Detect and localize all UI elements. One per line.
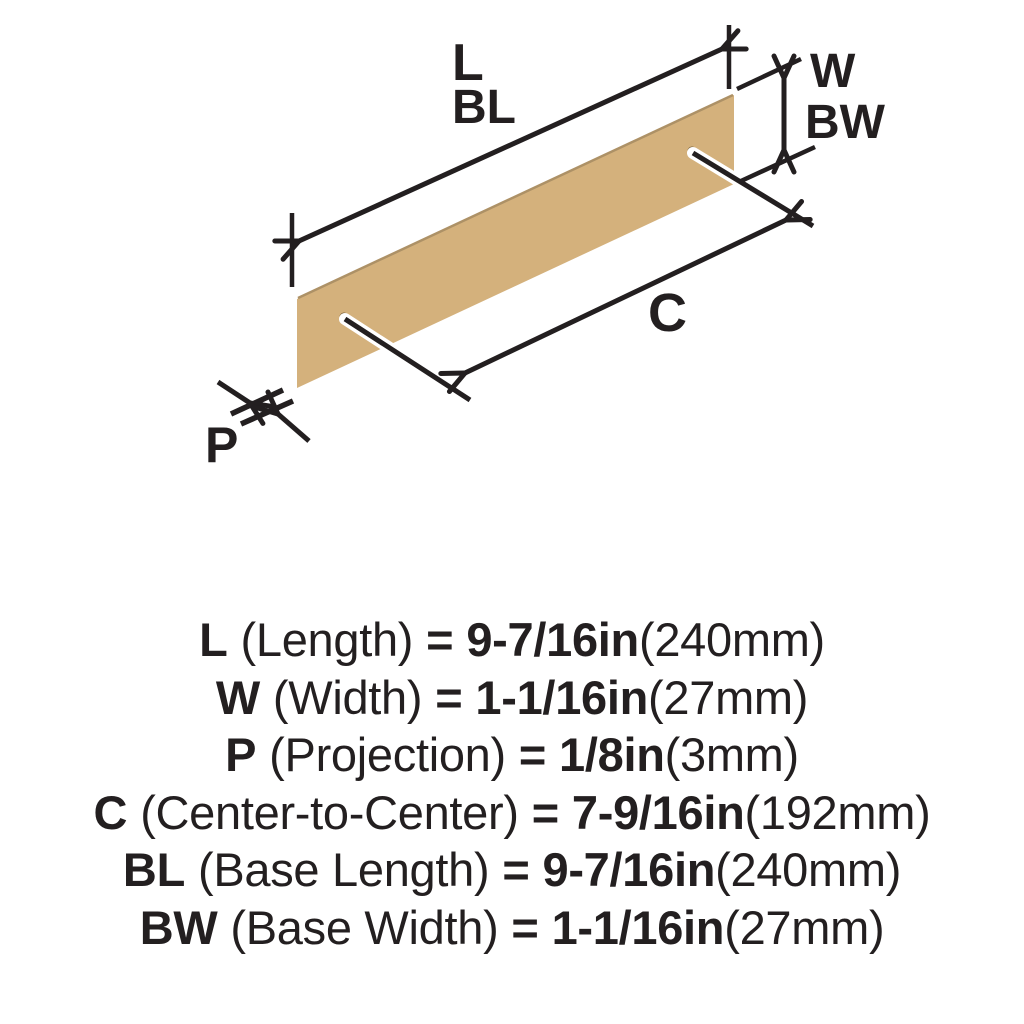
spec-equals: = [502,843,530,896]
spec-line-center-to-center: C(Center-to-Center)=7-9/16in(192mm) [0,784,1024,842]
spec-label: (Width) [272,670,423,724]
spec-imperial: 9-7/16in [466,613,639,666]
spec-code: L [199,613,228,666]
spec-line-length: L(Length)=9-7/16in(240mm) [0,611,1024,669]
label-length: L [452,34,484,92]
spec-equals: = [511,900,539,954]
spec-label: (Center-to-Center) [140,785,519,839]
width-extension-top [736,56,802,92]
spec-equals: = [426,613,454,666]
spec-line-projection: P(Projection)=1/8in(3mm) [0,726,1024,784]
spec-code: BW [139,900,218,954]
spec-equals: = [435,670,463,724]
projection-arrow-lower [278,414,311,443]
label-width: W [810,45,856,98]
spec-line-base-width: BW(Base Width)=1-1/16in(27mm) [0,899,1024,957]
label-projection: P [205,417,238,473]
dimension-spec-list: L(Length)=9-7/16in(240mm) W(Width)=1-1/1… [0,611,1024,956]
spec-imperial: 1-1/16in [551,900,725,954]
pull-bar-face [297,95,734,388]
spec-metric: (27mm) [648,670,809,724]
center-dimension-arrow [465,220,786,373]
spec-metric: (240mm) [638,613,825,666]
width-extension-bottom [740,144,816,184]
spec-imperial: 7-9/16in [571,785,745,839]
projection-arrow-upper [216,379,250,403]
spec-metric: (3mm) [664,728,800,781]
spec-imperial: 1/8in [559,728,665,781]
spec-label: (Projection) [269,728,506,781]
spec-metric: (27mm) [724,900,885,954]
spec-equals: = [531,785,559,839]
spec-label: (Base Length) [197,843,490,896]
dimension-diagram: L BL W BW C P [205,25,886,473]
projection-dimension: P [205,379,311,473]
spec-code: C [93,785,128,839]
spec-metric: (192mm) [744,785,931,839]
spec-imperial: 9-7/16in [542,843,716,896]
spec-label: (Base Width) [230,900,499,954]
pull-bar [297,93,734,388]
spec-code: P [225,728,257,781]
spec-label: (Length) [240,613,414,666]
label-base-width: BW [805,96,886,149]
spec-code: W [215,670,260,724]
spec-metric: (240mm) [715,843,902,896]
length-dimension: L BL [292,25,729,287]
spec-imperial: 1-1/16in [475,670,649,724]
label-center-to-center: C [648,283,687,343]
spec-code: BL [122,843,185,896]
length-dimension-arrow [299,49,722,241]
spec-line-width: W(Width)=1-1/16in(27mm) [0,669,1024,727]
spec-line-base-length: BL(Base Length)=9-7/16in(240mm) [0,841,1024,899]
label-base-length: BL [452,81,516,134]
center-dimension: C [465,220,786,373]
spec-equals: = [518,728,547,781]
width-dimension: W BW [736,45,886,184]
